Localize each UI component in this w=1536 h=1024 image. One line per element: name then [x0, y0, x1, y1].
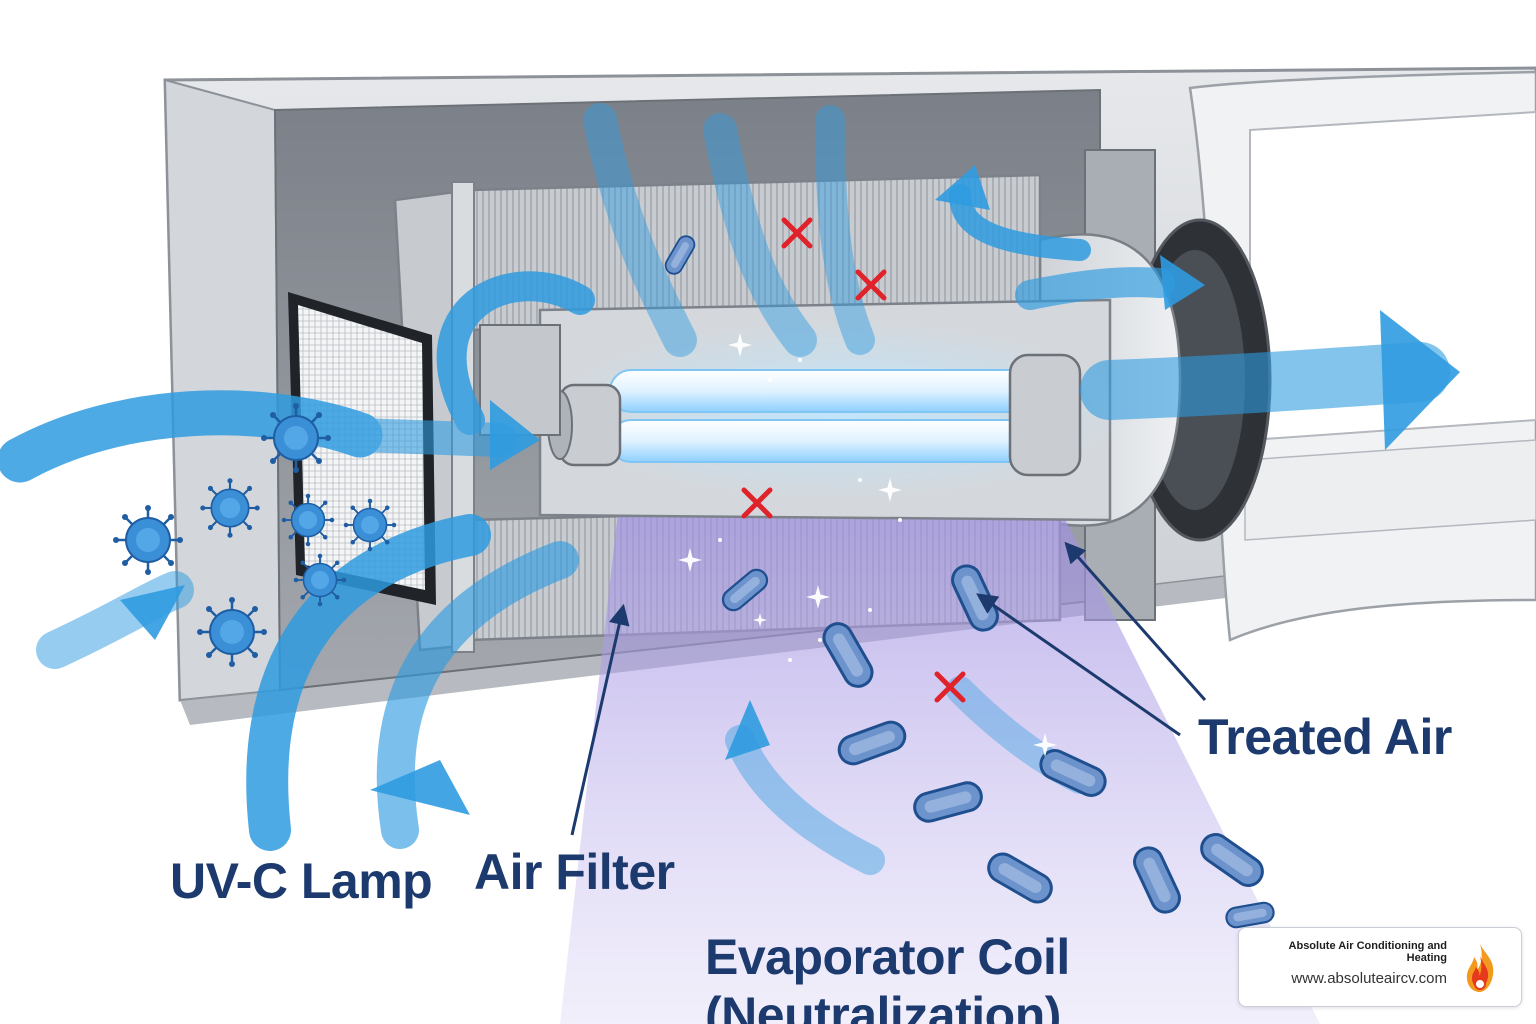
- uv-lamp-tube-upper: [609, 369, 1051, 413]
- uv-lamp-tube-lower: [609, 419, 1051, 463]
- label-leader-lines: [570, 541, 1207, 836]
- label-air-filter: Air Filter: [474, 844, 675, 900]
- flame-logo-icon: [1466, 944, 1494, 992]
- label-evaporator-coil: Evaporator Coil (Neutralization): [705, 928, 1070, 1024]
- label-evaporator-line1: Evaporator Coil: [705, 929, 1070, 985]
- brand-website[interactable]: www.absoluteaircv.com: [1291, 970, 1447, 987]
- label-uv-c-lamp: UV-C Lamp: [170, 853, 433, 909]
- brand-card: Absolute Air Conditioning and Heating ww…: [1238, 927, 1522, 1007]
- label-treated-air: Treated Air: [1198, 709, 1452, 765]
- brand-company-name: Absolute Air Conditioning and Heating: [1288, 940, 1447, 964]
- label-evaporator-line2: (Neutralization): [705, 987, 1061, 1024]
